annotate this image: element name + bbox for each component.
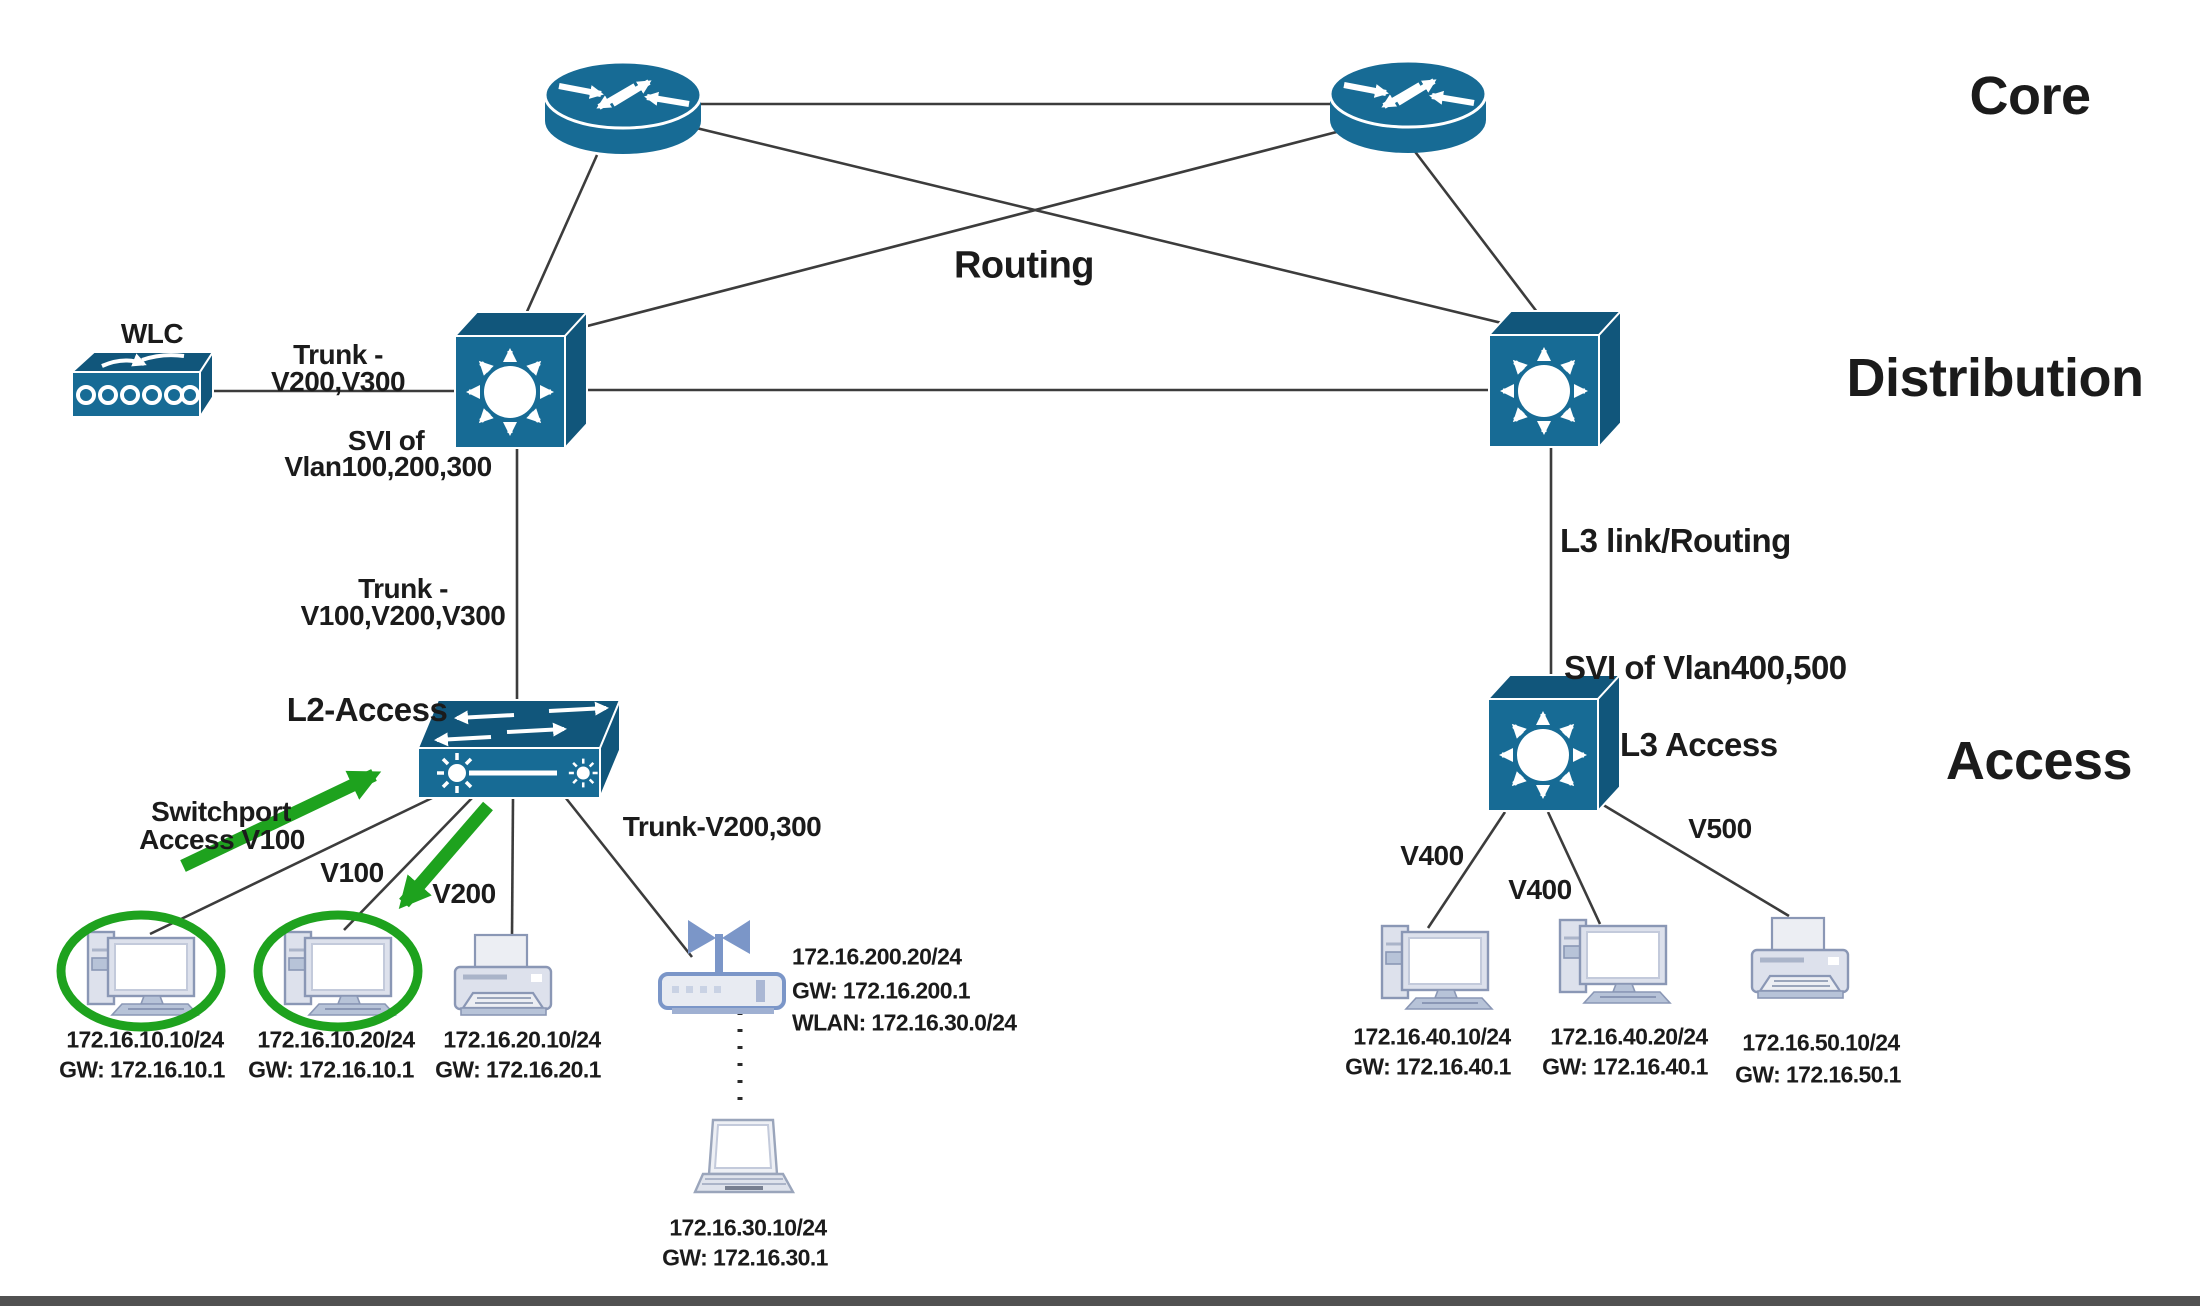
link-l2access-pc1 xyxy=(149,796,433,936)
svi-dist-label-line1: SVI of xyxy=(347,425,425,456)
pc3-gw-label: GW: 172.16.40.1 xyxy=(1345,1053,1511,1080)
layer-label-core: Core xyxy=(1969,66,2091,126)
wlc-label: WLC xyxy=(120,318,184,349)
l2-access-label: L2-Access xyxy=(286,691,448,728)
bottom-bar xyxy=(0,1296,2200,1306)
link-l3access-pc4 xyxy=(1546,811,1602,925)
pc1-icon xyxy=(86,930,200,1017)
vlan-label-v100: V100 xyxy=(320,857,384,888)
laptop-gw-label: GW: 172.16.30.1 xyxy=(662,1244,828,1271)
annotations xyxy=(56,769,493,1032)
vlan-label-v200: V200 xyxy=(432,878,496,909)
printer1-gw-label: GW: 172.16.20.1 xyxy=(435,1056,601,1083)
pc2-ip-label: 172.16.10.20/24 xyxy=(257,1026,415,1053)
link-core1-dist-left xyxy=(515,154,599,335)
distribution-switch-left-icon xyxy=(455,312,587,448)
layer-label-access: Access xyxy=(1945,731,2133,791)
pc4-ip-label: 172.16.40.20/24 xyxy=(1550,1023,1708,1050)
trunk-wlc-label-line1: Trunk - xyxy=(293,339,383,370)
network-links xyxy=(149,102,1790,1114)
link-l3access-pc3 xyxy=(1426,811,1507,929)
link-core2-dist-right xyxy=(1411,148,1555,334)
wlc-icon xyxy=(69,348,215,421)
link-l2access-printer1 xyxy=(510,797,515,937)
svi-l3access-label: SVI of Vlan400,500 xyxy=(1564,649,1847,686)
printer2-icon xyxy=(1752,918,1848,998)
pc3-ip-label: 172.16.40.10/24 xyxy=(1353,1023,1511,1050)
routing-label: Routing xyxy=(953,244,1095,287)
vlan-label-v500: V500 xyxy=(1688,813,1752,844)
l2-access-switch-icon xyxy=(416,699,622,799)
green-circle-pc1 xyxy=(56,910,226,1032)
core-router-left-icon xyxy=(545,62,701,154)
pc2-gw-label: GW: 172.16.10.1 xyxy=(248,1056,414,1083)
trunk-dist-label-line2: V100,V200,V300 xyxy=(300,600,506,631)
laptop-icon xyxy=(693,1118,796,1194)
ap-ip-label: 172.16.200.20/24 xyxy=(792,943,962,970)
pc4-gw-label: GW: 172.16.40.1 xyxy=(1542,1053,1708,1080)
green-circle-pc2 xyxy=(253,910,423,1032)
green-arrow-to-pc2 xyxy=(398,801,493,910)
ap-wlan-label: WLAN: 172.16.30.0/24 xyxy=(792,1009,1017,1036)
vlan-label-v400-mid: V400 xyxy=(1508,874,1572,905)
wireless-ap-icon xyxy=(658,920,786,1014)
pc1-gw-label: GW: 172.16.10.1 xyxy=(59,1056,225,1083)
l3-access-switch-icon xyxy=(1488,675,1620,811)
svi-dist-label-line2: Vlan100,200,300 xyxy=(284,451,492,482)
printer2-ip-label: 172.16.50.10/24 xyxy=(1742,1029,1900,1056)
l3-access-label: L3 Access xyxy=(1620,726,1778,763)
l3-link-routing-label: L3 link/Routing xyxy=(1560,522,1791,559)
green-arrow-to-l2access xyxy=(180,769,382,872)
pc2-icon xyxy=(283,930,397,1017)
ap-gw-label: GW: 172.16.200.1 xyxy=(792,977,971,1004)
layer-label-distribution: Distribution xyxy=(1846,348,2144,408)
switchport-label-line1: Switchport xyxy=(151,796,291,827)
printer2-gw-label: GW: 172.16.50.1 xyxy=(1735,1061,1901,1088)
distribution-switch-right-icon xyxy=(1489,311,1621,447)
link-core1-dist-right xyxy=(687,124,1544,335)
trunk-l2-label: Trunk-V200,300 xyxy=(622,811,822,842)
switchport-label-line2: Access V100 xyxy=(139,824,305,855)
pc3-icon xyxy=(1380,924,1494,1011)
link-core2-dist-left xyxy=(567,126,1353,333)
trunk-wlc-label-line2: V200,V300 xyxy=(270,366,406,397)
printer1-icon xyxy=(455,935,551,1015)
trunk-dist-label-line1: Trunk - xyxy=(358,573,448,604)
link-l2access-pc2 xyxy=(343,797,473,931)
printer1-ip-label: 172.16.20.10/24 xyxy=(443,1026,601,1053)
pc4-icon xyxy=(1558,918,1672,1005)
core-router-right-icon xyxy=(1330,61,1486,153)
link-l3access-printer2 xyxy=(1599,801,1790,918)
vlan-label-v400-left: V400 xyxy=(1400,840,1464,871)
pc1-ip-label: 172.16.10.10/24 xyxy=(66,1026,224,1053)
link-l2access-ap xyxy=(563,796,694,958)
laptop-ip-label: 172.16.30.10/24 xyxy=(669,1214,827,1241)
